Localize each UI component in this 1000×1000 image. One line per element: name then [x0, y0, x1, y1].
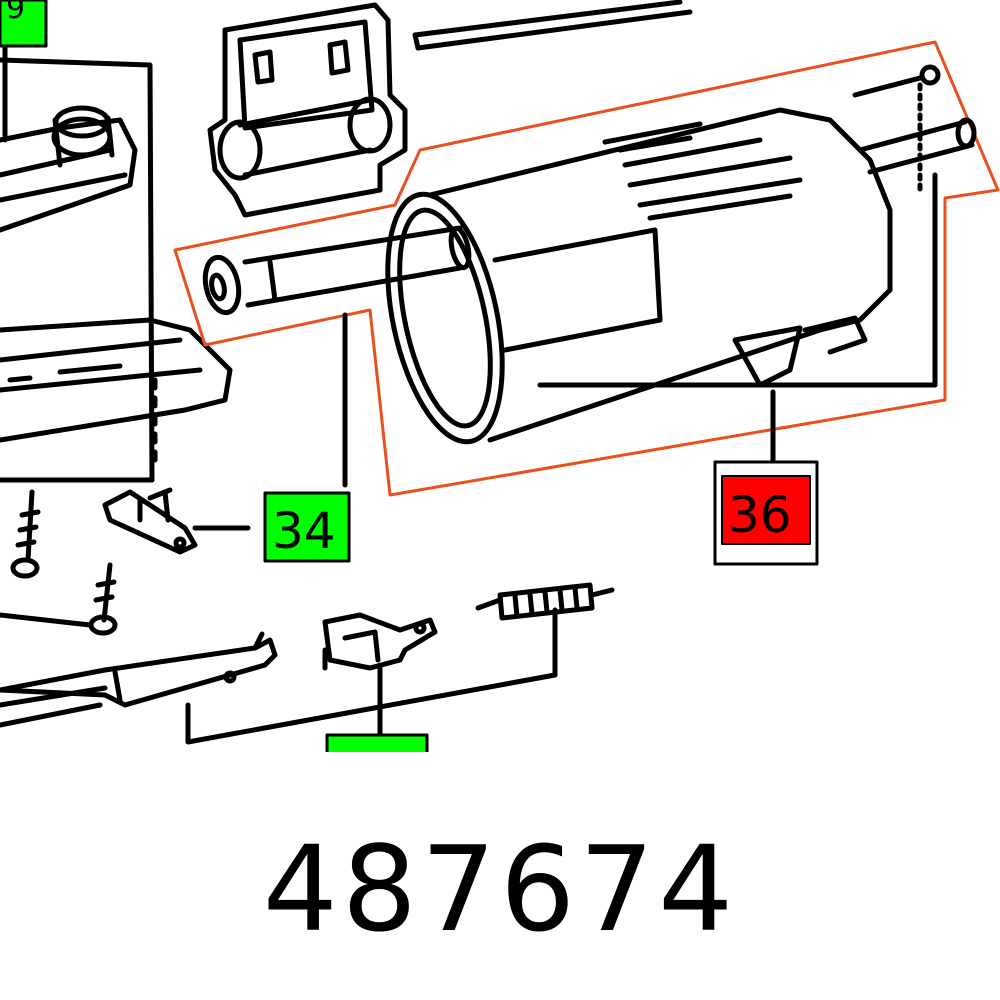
spring-part	[475, 582, 615, 678]
callout-34-label: 34	[272, 502, 336, 560]
tool-body-left	[0, 57, 233, 483]
bracket-part	[102, 487, 198, 555]
callout-top-left-label: 9	[6, 0, 25, 26]
group-bracket-bottom	[185, 672, 558, 745]
callout-36-label: 36	[728, 486, 792, 544]
callout-box-top-left: 9	[0, 0, 48, 48]
highlight-outline-36	[173, 40, 1000, 497]
lever-part	[0, 631, 278, 728]
handle-part	[207, 2, 408, 218]
rod-part	[412, 0, 693, 51]
screw-parts	[0, 489, 118, 636]
callout-box-36: 36	[713, 460, 819, 566]
motor-housing	[385, 64, 977, 445]
switch-part	[322, 612, 438, 738]
part-number: 487674	[262, 820, 738, 958]
shaft-part	[202, 225, 472, 316]
callout-box-34: 34	[263, 491, 351, 563]
